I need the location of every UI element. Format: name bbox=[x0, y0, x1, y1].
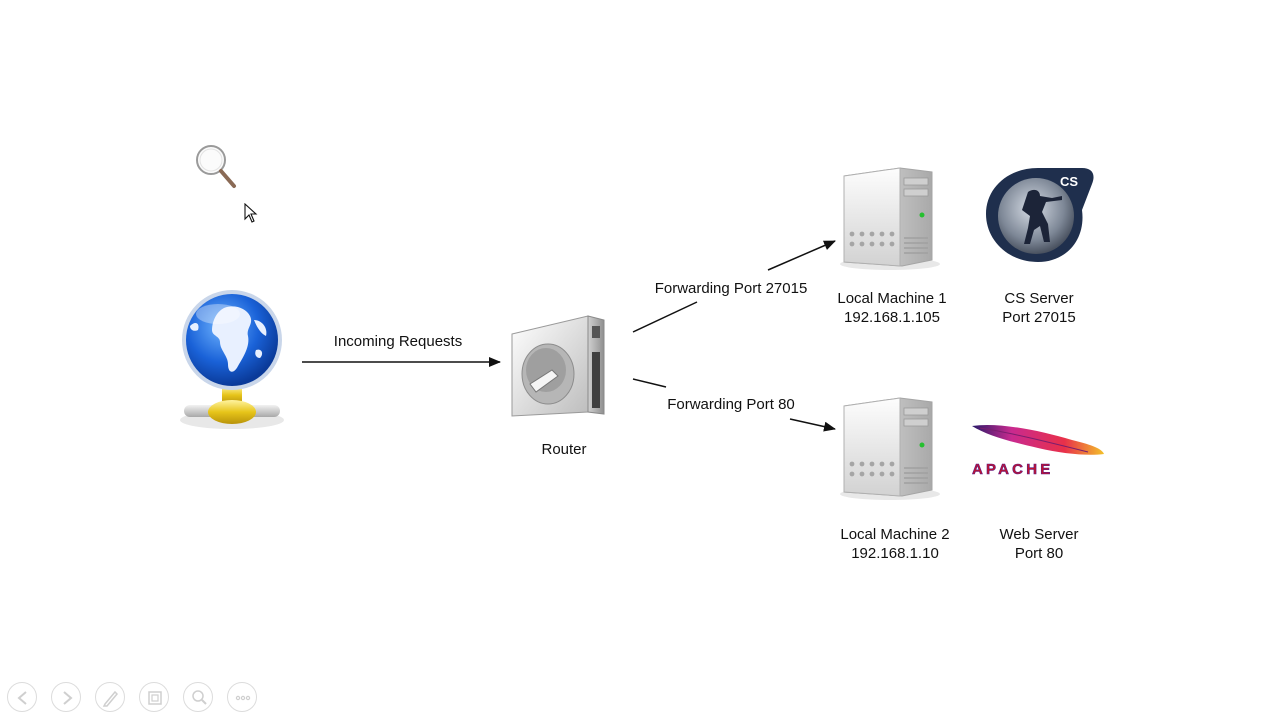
local-machine-2-label: Local Machine 2 192.168.1.10 bbox=[820, 525, 970, 563]
cs-server-name: CS Server bbox=[1004, 290, 1074, 307]
magnifier-icon bbox=[196, 145, 236, 188]
forwarding-port-27015-label: Forwarding Port 27015 bbox=[640, 279, 822, 298]
server-machine-1-icon bbox=[840, 167, 940, 270]
slide-overview-button[interactable] bbox=[139, 682, 169, 712]
local-machine-1-label: Local Machine 1 192.168.1.105 bbox=[820, 289, 964, 327]
forwarding-bottom-text: Forwarding Port 80 bbox=[667, 396, 795, 413]
router-icon bbox=[511, 315, 605, 417]
web-server-label: Web Server Port 80 bbox=[974, 525, 1104, 563]
more-options-button[interactable] bbox=[227, 682, 257, 712]
forwarding-top-text: Forwarding Port 27015 bbox=[654, 280, 808, 297]
pen-tool-button[interactable] bbox=[95, 682, 125, 712]
forwarding-port-80-label: Forwarding Port 80 bbox=[650, 395, 812, 414]
machine-1-name: Local Machine 1 bbox=[837, 290, 947, 307]
machine-2-ip: 192.168.1.10 bbox=[851, 545, 939, 562]
router-text: Router bbox=[541, 441, 587, 458]
apache-logo-text: APACHE bbox=[972, 461, 1053, 478]
zoom-button[interactable] bbox=[183, 682, 213, 712]
web-server-port: Port 80 bbox=[1014, 545, 1064, 562]
more-icon bbox=[235, 695, 251, 701]
forward-top-arrow-lower bbox=[632, 301, 698, 333]
apache-logo-icon: APACHE bbox=[972, 424, 1104, 478]
pen-icon bbox=[102, 690, 119, 707]
arrow-left-icon bbox=[17, 691, 27, 705]
counter-strike-logo-icon: CS bbox=[986, 168, 1094, 262]
server-machine-2-icon bbox=[840, 397, 940, 500]
incoming-requests-label: Incoming Requests bbox=[318, 332, 478, 351]
slides-grid-icon bbox=[148, 691, 162, 705]
cs-logo-text: CS bbox=[1060, 174, 1078, 189]
magnifier-small-icon bbox=[192, 690, 207, 705]
router-label: Router bbox=[504, 440, 624, 459]
next-slide-button[interactable] bbox=[51, 682, 81, 712]
forward-bottom-arrow-lower bbox=[789, 418, 836, 432]
machine-1-ip: 192.168.1.105 bbox=[844, 309, 940, 326]
incoming-requests-text: Incoming Requests bbox=[333, 333, 463, 350]
cs-server-port: Port 27015 bbox=[1002, 309, 1076, 326]
forward-top-arrow-upper bbox=[767, 240, 836, 271]
web-server-name: Web Server bbox=[999, 526, 1079, 543]
arrow-right-icon bbox=[63, 691, 73, 705]
mouse-pointer-icon bbox=[244, 203, 258, 223]
previous-slide-button[interactable] bbox=[7, 682, 37, 712]
forward-bottom-arrow-upper bbox=[632, 378, 667, 388]
machine-2-name: Local Machine 2 bbox=[840, 526, 950, 543]
internet-globe-icon bbox=[180, 290, 284, 429]
cs-server-label: CS Server Port 27015 bbox=[974, 289, 1104, 327]
